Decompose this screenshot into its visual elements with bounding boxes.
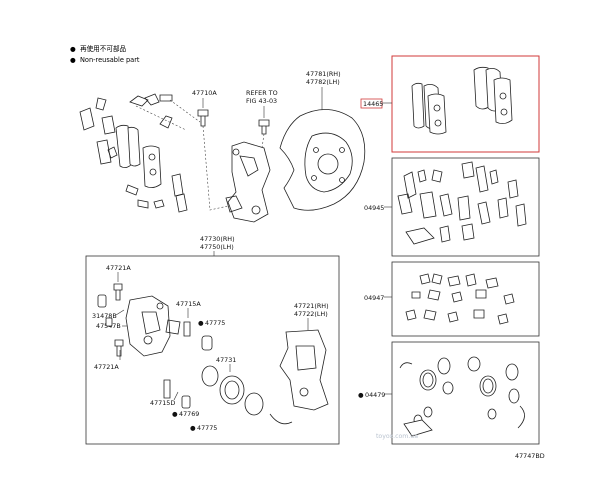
figure-code: 47747BD: [515, 452, 545, 460]
legend-english: Non-reusable part: [80, 56, 140, 64]
bullet-47769: ●: [172, 410, 178, 418]
label-47722: 47722(LH): [294, 310, 328, 318]
label-47721a-bottom: 47721A: [94, 363, 119, 371]
label-31478b: 31478B: [92, 312, 117, 320]
refer-line-1: REFER TO: [246, 89, 278, 97]
bullet-47775-bottom: ●: [190, 424, 196, 432]
bolt-47710a: 47710A: [192, 89, 217, 127]
label-47781: 47781(RH): [306, 70, 341, 78]
bullet-47775-top: ●: [198, 319, 204, 327]
label-47721a-top: 47721A: [106, 264, 131, 272]
dust-shield: 47781(RH) 47782(LH): [279, 70, 366, 211]
bullet-04479: ●: [358, 391, 364, 399]
label-47782: 47782(LH): [306, 78, 340, 86]
steering-knuckle: [202, 125, 271, 223]
label-47775-bottom: 47775: [197, 424, 217, 432]
hardware-kit-04945: 04945: [364, 157, 540, 257]
label-47710a: 47710A: [192, 89, 217, 97]
seal-kit-04479: ● 04479: [358, 341, 540, 445]
label-04479: 04479: [365, 391, 385, 399]
label-47750: 47750(LH): [200, 243, 234, 251]
label-04947: 04947: [364, 294, 384, 302]
label-47721: 47721(RH): [294, 302, 329, 310]
hardware-kit-04947: 04947: [364, 261, 540, 337]
refer-note: REFER TO FIG 43-03: [246, 89, 278, 135]
label-47715a: 47715A: [176, 300, 201, 308]
legend-bullet-1: ●: [70, 45, 76, 53]
label-14465: 14465: [363, 100, 383, 108]
label-47715d: 47715D: [150, 399, 175, 407]
watermark: toyox.com.ua: [376, 433, 418, 440]
pad-hardware-exploded: [79, 93, 201, 213]
label-47775-top: 47775: [205, 319, 225, 327]
legend-bullet-2: ●: [70, 56, 76, 64]
label-47731: 47731: [216, 356, 236, 364]
label-47769: 47769: [179, 410, 199, 418]
legend: ● 再使用不可部品 ● Non-reusable part: [70, 44, 140, 64]
pad-kit-14465: 14465: [360, 55, 540, 153]
label-04945: 04945: [364, 204, 384, 212]
label-47730: 47730(RH): [200, 235, 235, 243]
refer-line-2: FIG 43-03: [246, 97, 277, 105]
caliper-assembly-box: 47721A 31478B 47547B 47721A 47715A ● 477…: [85, 255, 340, 445]
legend-japanese: 再使用不可部品: [80, 44, 127, 53]
